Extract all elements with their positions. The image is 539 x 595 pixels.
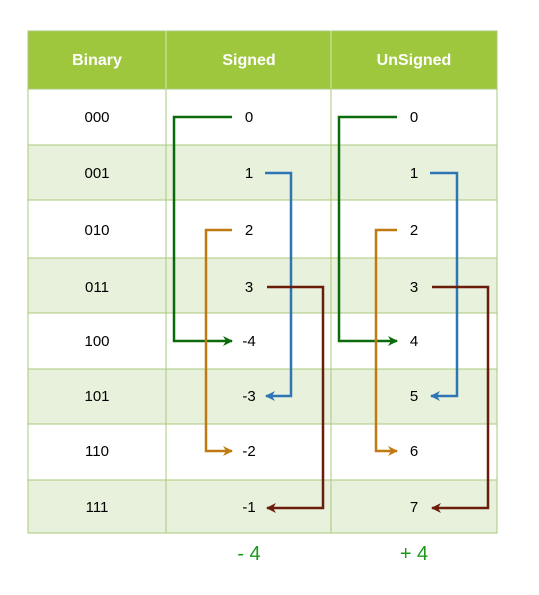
unsigned-cell: 5 bbox=[410, 388, 418, 405]
binary-cell: 100 bbox=[84, 333, 109, 350]
binary-cell: 101 bbox=[84, 388, 109, 405]
table-row bbox=[27, 368, 498, 425]
table-row bbox=[27, 144, 498, 201]
unsigned-cell: 6 bbox=[410, 443, 418, 460]
unsigned-arrow-0-to-4 bbox=[337, 115, 398, 346]
binary-cell: 001 bbox=[84, 165, 109, 182]
table-body bbox=[27, 88, 498, 534]
signed-cell: 2 bbox=[245, 222, 253, 239]
signed-arrow-2-to-6 bbox=[204, 228, 233, 456]
unsigned-arrow-1-to-5 bbox=[430, 171, 459, 401]
signed-arrow-3-to-7 bbox=[266, 285, 325, 513]
unsigned-cell: 1 bbox=[410, 165, 418, 182]
unsigned-cell: 7 bbox=[410, 499, 418, 516]
unsigned-offset-label: + 4 bbox=[400, 543, 428, 565]
header-binary: Binary bbox=[72, 52, 122, 69]
table-row bbox=[27, 312, 498, 370]
unsigned-cell: 2 bbox=[410, 222, 418, 239]
signed-column: 0 1 2 3 -4 -3 -2 -1 bbox=[242, 109, 255, 516]
signed-cell: -2 bbox=[242, 443, 255, 460]
table-row bbox=[27, 88, 498, 146]
unsigned-arrow-2-to-6 bbox=[374, 228, 398, 456]
signed-cell: -4 bbox=[242, 333, 255, 350]
table-row bbox=[27, 479, 498, 534]
binary-column: 000 001 010 011 100 101 110 111 bbox=[84, 109, 109, 516]
signed-arrows bbox=[172, 115, 325, 513]
binary-cell: 111 bbox=[86, 499, 109, 516]
unsigned-column: 0 1 2 3 4 5 6 7 bbox=[410, 109, 418, 516]
unsigned-cell: 4 bbox=[410, 333, 418, 350]
signed-cell: 3 bbox=[245, 279, 253, 296]
header-signed: Signed bbox=[222, 52, 275, 69]
unsigned-arrow-3-to-7 bbox=[431, 285, 490, 513]
table-row bbox=[27, 199, 498, 259]
binary-cell: 011 bbox=[85, 279, 109, 296]
signed-offset-label: - 4 bbox=[237, 543, 260, 565]
table-row bbox=[27, 257, 498, 314]
signed-cell: 0 bbox=[245, 109, 253, 126]
unsigned-cell: 0 bbox=[410, 109, 418, 126]
signed-cell: -1 bbox=[242, 499, 255, 516]
unsigned-cell: 3 bbox=[410, 279, 418, 296]
unsigned-arrows bbox=[337, 115, 490, 513]
signed-arrow-0-to-4 bbox=[172, 115, 233, 346]
signed-arrow-1-to-5 bbox=[265, 171, 293, 401]
header-background bbox=[27, 30, 498, 90]
table-header: Binary Signed UnSigned bbox=[27, 30, 498, 90]
binary-cell: 000 bbox=[84, 109, 109, 126]
signed-cell: 1 bbox=[245, 165, 253, 182]
header-unsigned: UnSigned bbox=[377, 52, 452, 69]
binary-cell: 110 bbox=[85, 443, 109, 460]
signed-cell: -3 bbox=[242, 388, 255, 405]
binary-cell: 010 bbox=[84, 222, 109, 239]
